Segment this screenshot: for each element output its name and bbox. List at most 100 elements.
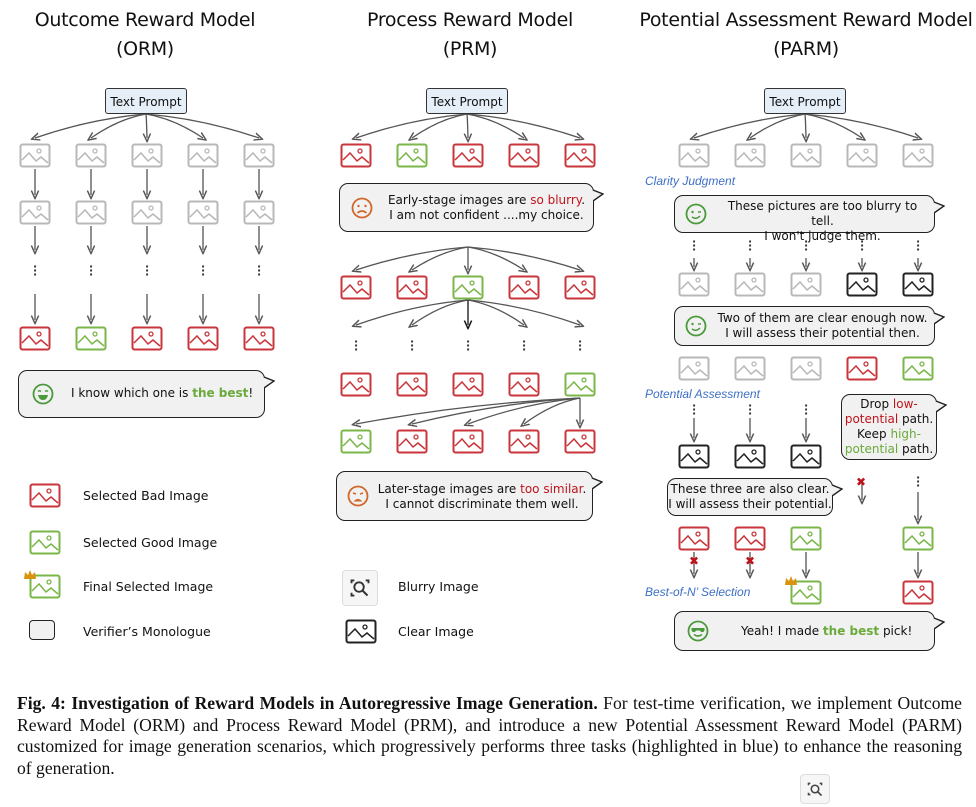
bad-image-icon [452,372,484,397]
crown-icon [23,565,37,579]
prm-bubble1-highlight: so blurry [530,193,582,207]
blurry-image-icon [187,143,219,168]
bad-image-icon [678,526,710,551]
ellipsis-dots: ··· [201,260,206,281]
bubble-tail [591,477,604,491]
bad-image-icon [340,372,372,397]
bad-image-icon [508,275,540,300]
prm-monologue-bubble-later: Later-stage images are too similar. I ca… [336,471,604,521]
arrow [91,113,147,138]
arrow [750,113,806,138]
figure-caption: Fig. 4: Investigation of Reward Models i… [17,693,962,779]
blurry-image-icon [187,200,219,225]
arrow [146,113,147,138]
blurry-image-icon [678,143,710,168]
good-image-icon [29,530,61,555]
ellipsis-dots: ··· [522,335,527,356]
bad-image-icon [508,429,540,454]
prm-text-prompt: Text Prompt [426,88,508,114]
prm-title-line1: Process Reward Model [367,9,573,31]
winking-face-icon [685,203,707,225]
ellipsis-dots: ··· [916,235,921,256]
legend-blurry-label: Blurry Image [398,579,479,594]
prm-bubble1-line1: Early-stage images are [387,193,531,207]
parm-bubble1-line2: I won't judge them. [764,229,881,243]
ellipsis-dots: ··· [466,335,471,356]
drop-cross-icon: ✖ [745,554,756,568]
ellipsis-dots: ··· [748,399,753,420]
prm-bubble2-punct: . [582,482,587,496]
task-label-best-of-n-selection: Best-of-N’ Selection [645,585,751,599]
prm-bubble2-line1: Later-stage images are [377,482,521,496]
task-label-potential-assessment: Potential Assessment [645,387,760,401]
parm-monologue-bubble-best: Yeah! I made the best pick! [674,611,946,651]
caption-body: For test-time verification, we implement… [17,693,962,778]
parm-bubble2-line1: Two of them are clear enough now. [717,311,928,325]
ellipsis-dots: ··· [578,335,583,356]
parm-monologue-bubble-clear: Two of them are clear enough now. I will… [674,306,946,346]
arrow [468,397,581,424]
drop-text: Drop [860,397,893,411]
drop-cross-icon: ✖ [856,475,867,489]
parm-bubble2-line2: I will assess their potential then. [725,326,920,340]
bad-image-icon [452,429,484,454]
arrow [467,113,468,138]
orm-title-line1: Outcome Reward Model [34,9,256,31]
legend-monologue-label: Verifier’s Monologue [83,624,211,639]
parm-monologue-bubble-blurry: These pictures are too blurry to tell. I… [674,195,946,243]
arrow [356,299,469,325]
bad-image-icon [243,326,275,351]
arrow [805,113,806,138]
bad-image-icon [564,275,596,300]
orm-bubble-highlight: the best [192,386,249,400]
arrow [356,397,581,424]
zoom-button[interactable] [800,774,830,804]
parm-title-line2: (PARM) [773,38,839,60]
parm-bubble1-line1: These pictures are too blurry to tell. [727,199,918,228]
arrow [804,113,918,138]
sunglasses-face-icon [687,620,709,642]
blurry-image-icon [19,143,51,168]
orm-bubble-text: I know which one is [71,386,193,400]
blurry-image-icon [846,143,878,168]
parm-bubble5-highlight: the best [822,624,880,638]
arrow [412,299,469,325]
parm-text-prompt: Text Prompt [764,88,846,114]
arrow [145,113,203,138]
legend-bad-label: Selected Bad Image [83,488,209,503]
clear-image-icon [678,444,710,469]
ellipsis-dots: ··· [257,260,262,281]
bubble-tail [592,189,605,203]
orm-title: Outcome Reward Model (ORM) [0,6,290,64]
good-image-icon [29,574,61,599]
orm-monologue-bubble: I know which one is the best! [18,370,276,418]
prm-bubble1-punct: . [581,193,586,207]
grinning-face-icon [32,383,54,405]
good-image-icon [340,429,372,454]
good-image-icon [452,275,484,300]
bad-image-icon [131,326,163,351]
bubble-tail [831,484,844,498]
ellipsis-dots: ··· [916,471,921,492]
clear-image-icon [846,272,878,297]
arrow [467,246,524,270]
prm-bubble2-highlight: too similar [520,482,583,496]
bad-image-icon [396,429,428,454]
bad-image-icon [564,429,596,454]
arrow [145,113,259,138]
caption-title: Investigation of Reward Models in Autore… [71,693,598,713]
ellipsis-dots: ··· [145,260,150,281]
parm-monologue-bubble-drop-keep: Drop low- potential path. Keep high- pot… [841,394,948,460]
bubble-tail [933,617,946,631]
arrow [412,113,468,138]
prm-title: Process Reward Model (PRM) [320,6,620,64]
parm-bubble4-line2: I will assess their potential. [668,497,832,511]
bad-image-icon [734,526,766,551]
orm-bubble-end: ! [248,386,254,400]
blurry-image-icon [734,272,766,297]
good-image-icon [790,580,822,605]
arrow [35,113,147,138]
bad-image-icon [564,143,596,168]
clear-image-icon [902,272,934,297]
bad-image-icon [902,580,934,605]
